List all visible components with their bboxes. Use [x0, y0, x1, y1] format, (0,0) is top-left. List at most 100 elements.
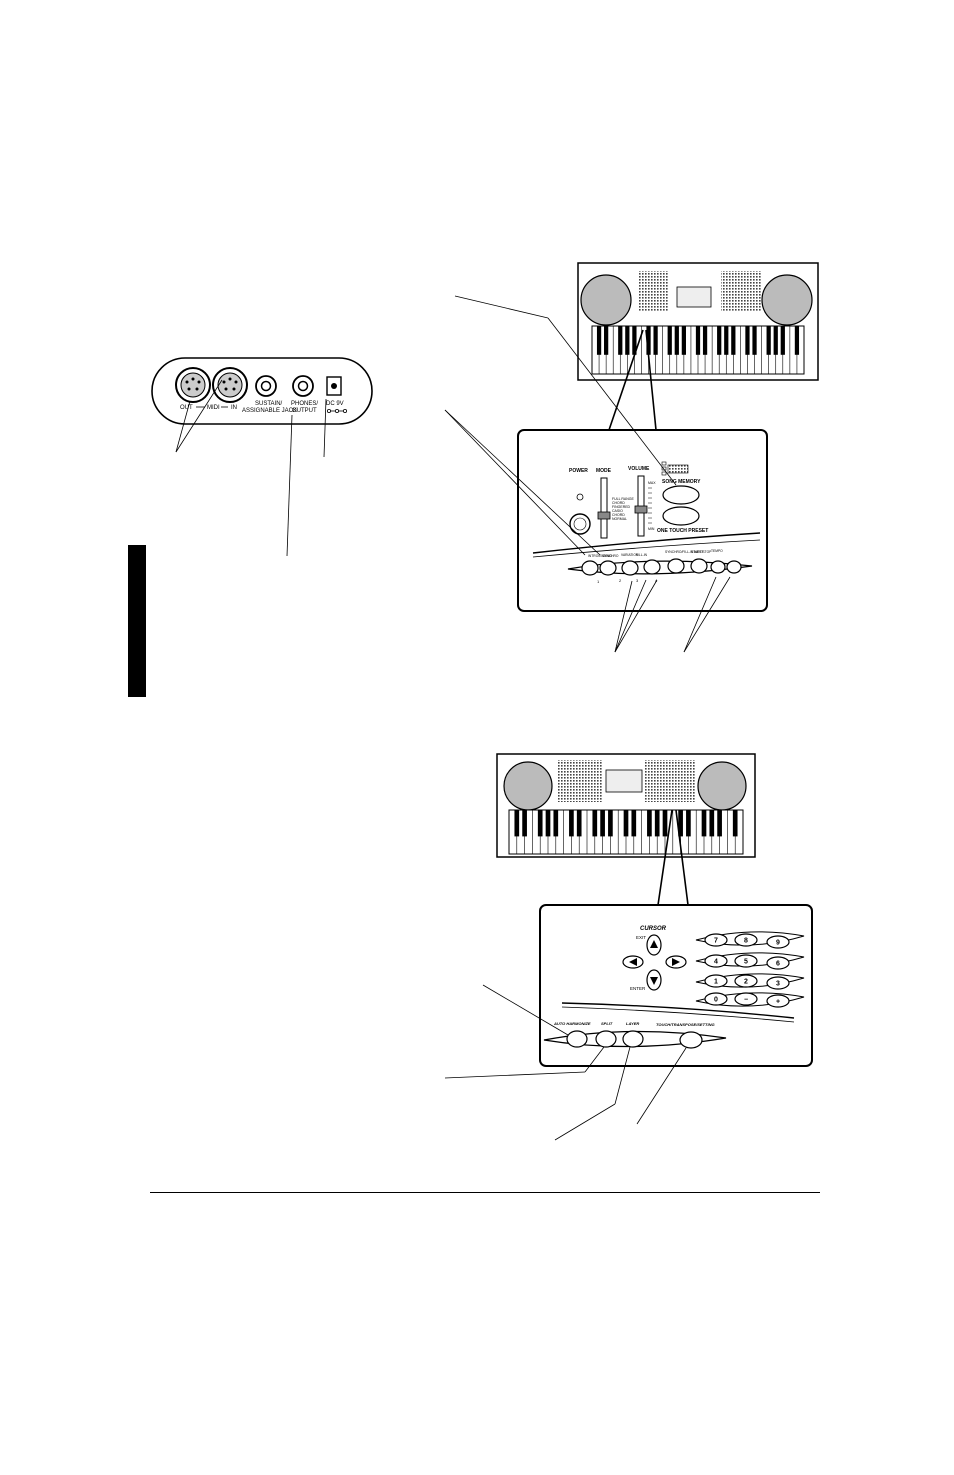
black-key — [646, 326, 651, 355]
zoom-lines-top — [608, 329, 657, 431]
button-panel-left — [639, 271, 669, 311]
black-key — [596, 326, 602, 355]
black-key — [569, 810, 574, 837]
synchro-fill-in-next-button[interactable] — [667, 558, 685, 574]
start-stop-button[interactable] — [690, 558, 708, 574]
keypad-key-plus[interactable]: + — [766, 994, 790, 1008]
keypad-key-8[interactable]: 8 — [734, 933, 758, 947]
intro-ending-button[interactable] — [581, 560, 599, 576]
jack-leader-lines — [175, 379, 327, 557]
auto-harmonize-button[interactable] — [566, 1030, 588, 1048]
svg-text:5: 5 — [744, 959, 748, 966]
tempo-up-button[interactable] — [726, 560, 742, 574]
keypad-key-3[interactable]: 3 — [766, 976, 790, 990]
svg-text:9: 9 — [776, 940, 780, 947]
black-key — [745, 326, 750, 355]
power-button[interactable] — [569, 513, 591, 535]
keypad-key-5[interactable]: 5 — [734, 954, 758, 968]
phones-label-line1: PHONES/ — [291, 401, 318, 407]
button-panel-right-bottom — [645, 760, 695, 802]
bottom-button-labels: AUTO HARMONIZE SPLIT LAYER TOUCH/TRANSPO… — [553, 1021, 715, 1027]
volume-slider-knob[interactable] — [634, 505, 648, 514]
keypad-key-1[interactable]: 1 — [704, 974, 728, 988]
black-key — [766, 326, 771, 355]
svg-text:SYNCHRO/FILL-IN NEXT: SYNCHRO/FILL-IN NEXT — [665, 550, 703, 554]
black-key — [701, 810, 707, 837]
svg-text:FINGERED: FINGERED — [612, 505, 631, 509]
volume-min-label: MIN — [648, 527, 655, 531]
svg-text:START/STOP: START/STOP — [691, 550, 712, 554]
black-key — [686, 810, 691, 837]
keypad-key-6[interactable]: 6 — [766, 956, 790, 970]
right-speaker-bottom — [697, 761, 747, 811]
black-key — [674, 326, 679, 355]
keypad-key-2[interactable]: 2 — [734, 974, 758, 988]
midi-in-label: IN — [231, 405, 237, 411]
svg-text:FILL-IN: FILL-IN — [636, 553, 648, 557]
svg-text:3: 3 — [636, 578, 639, 583]
svg-text:2: 2 — [619, 578, 622, 583]
jack-panel-outline — [151, 357, 373, 425]
dc-jack — [326, 376, 342, 396]
keypad-key-7[interactable]: 7 — [704, 933, 728, 947]
black-key — [514, 810, 520, 837]
black-key — [752, 326, 757, 355]
black-key — [632, 326, 637, 355]
keypad-key-minus[interactable]: − — [734, 992, 758, 1006]
volume-max-label: MAX — [648, 481, 656, 485]
black-key — [608, 810, 613, 837]
song-memory-indicator — [661, 461, 689, 476]
one-touch-preset-button[interactable] — [662, 506, 700, 526]
svg-text:8: 8 — [744, 938, 748, 945]
midi-label: MIDI — [207, 405, 220, 411]
black-key — [667, 326, 672, 355]
keypad-key-4[interactable]: 4 — [704, 954, 728, 968]
tempo-down-button[interactable] — [710, 560, 726, 574]
black-key — [724, 326, 729, 355]
black-key — [625, 326, 630, 355]
black-key — [794, 326, 800, 355]
touch-transpose-setting-button[interactable] — [679, 1031, 703, 1049]
exit-label: EXIT — [636, 935, 646, 940]
button-panel-right — [721, 271, 761, 311]
keypad-key-9[interactable]: 9 — [766, 935, 790, 949]
left-speaker — [580, 274, 632, 326]
black-key — [553, 810, 559, 837]
midi-out-label: OUT — [180, 405, 193, 411]
fill-in-button[interactable] — [643, 559, 661, 575]
cursor-label: CURSOR — [640, 926, 667, 932]
volume-scale — [648, 487, 652, 524]
black-key — [654, 810, 660, 837]
power-label: POWER — [569, 468, 588, 474]
svg-text:1: 1 — [714, 979, 718, 986]
display-screen-bottom — [605, 769, 643, 793]
mode-slider-track — [600, 477, 608, 539]
volume-label: VOLUME — [628, 466, 650, 472]
svg-text:TOUCH/TRANSPOSE/SETTING: TOUCH/TRANSPOSE/SETTING — [656, 1022, 715, 1027]
bottom-leader-lines — [444, 984, 687, 1141]
split-button[interactable] — [595, 1030, 617, 1048]
layer-button[interactable] — [622, 1030, 644, 1048]
svg-text:CASIO: CASIO — [612, 509, 623, 513]
section-tab — [128, 545, 146, 697]
mode-slider-knob[interactable] — [597, 511, 611, 520]
svg-text:CHORD: CHORD — [612, 513, 625, 517]
black-key — [653, 326, 658, 355]
rhythm-button-labels: INTRO/ENDING SYNCHRO VARIATION FILL-IN S… — [588, 549, 723, 558]
black-key — [631, 810, 637, 837]
footer-rule — [150, 1192, 820, 1193]
svg-text:AUTO HARMONIZE: AUTO HARMONIZE — [553, 1021, 591, 1026]
svg-text:LAYER: LAYER — [626, 1021, 639, 1026]
one-touch-preset-label: ONE TOUCH PRESET — [657, 528, 708, 534]
svg-text:4: 4 — [714, 959, 718, 966]
song-memory-button[interactable] — [662, 485, 700, 505]
variation-button[interactable] — [621, 560, 639, 576]
left-speaker-bottom — [503, 761, 553, 811]
keypad-key-0[interactable]: 0 — [704, 992, 728, 1006]
black-key — [731, 326, 736, 355]
svg-text:FULL RANGE: FULL RANGE — [612, 497, 635, 501]
phones-jack — [292, 375, 314, 397]
synchro-button[interactable] — [599, 560, 617, 576]
left-arrow-icon — [629, 958, 637, 966]
panel-divider-bottom — [561, 1002, 795, 1019]
